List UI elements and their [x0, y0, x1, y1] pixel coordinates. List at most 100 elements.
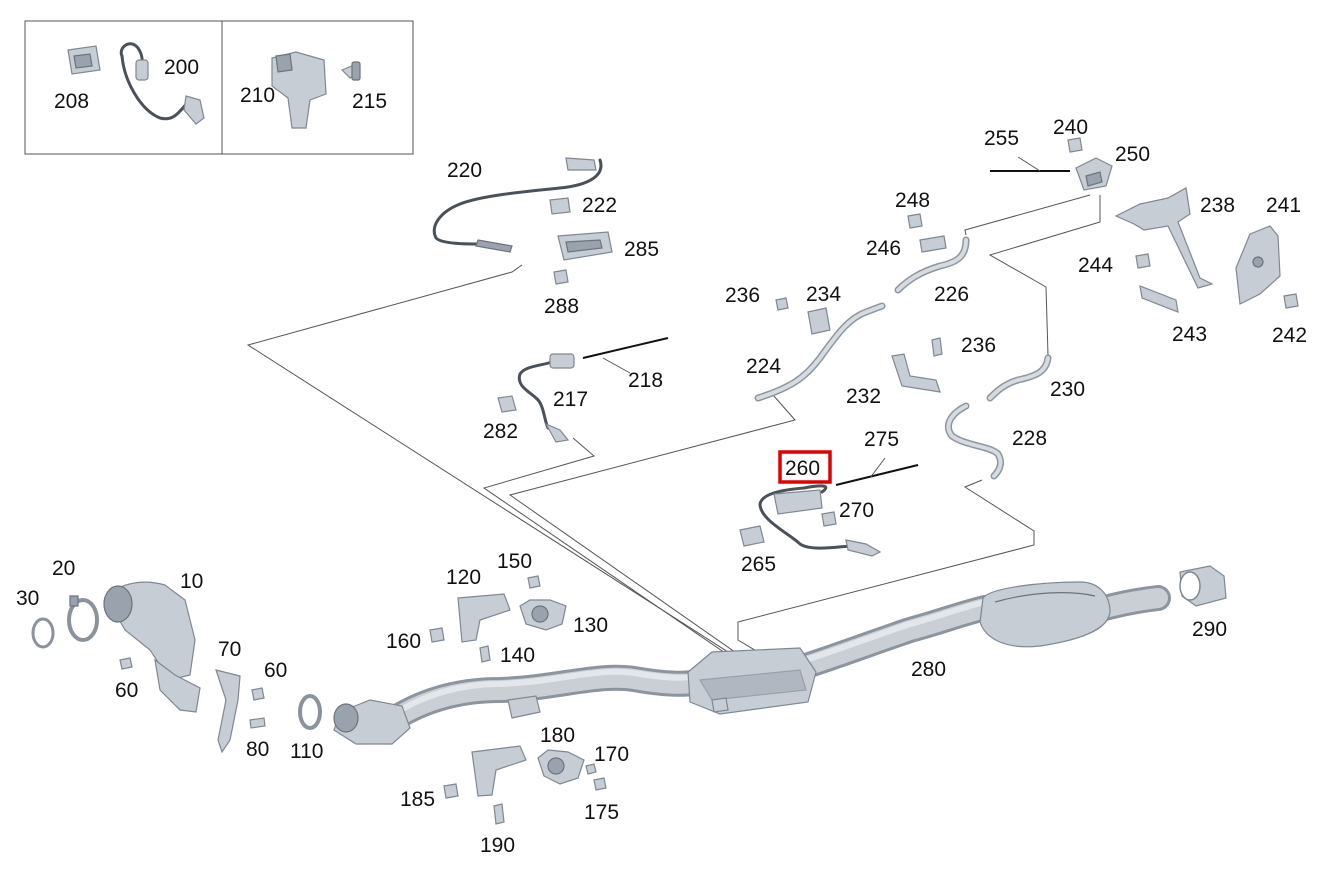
label-60-a[interactable]: 60 — [115, 679, 138, 702]
label-60-b[interactable]: 60 — [264, 659, 287, 682]
label-110[interactable]: 110 — [290, 740, 323, 763]
part-180-rubber-mount[interactable] — [537, 749, 585, 785]
part-285-module[interactable] — [557, 231, 613, 261]
inset-part-200-oxygen-sensor[interactable] — [119, 42, 205, 125]
part-236-bolt-b[interactable] — [931, 337, 943, 357]
label-260[interactable]: 260 — [785, 457, 820, 480]
label-232[interactable]: 232 — [846, 385, 881, 408]
part-265-clip[interactable] — [739, 525, 765, 547]
label-241[interactable]: 241 — [1266, 194, 1301, 217]
label-228[interactable]: 228 — [1012, 427, 1047, 450]
inset-part-210-bracket[interactable] — [271, 51, 327, 129]
label-220[interactable]: 220 — [447, 159, 482, 182]
part-80-bolt[interactable] — [249, 717, 266, 729]
part-217-sensor[interactable] — [517, 353, 575, 443]
part-282-clip[interactable] — [497, 395, 517, 413]
part-226-pipe[interactable] — [894, 236, 970, 294]
label-290[interactable]: 290 — [1192, 618, 1227, 641]
inset-part-208[interactable] — [67, 45, 101, 75]
part-175-bolt[interactable] — [593, 777, 607, 791]
label-30[interactable]: 30 — [16, 587, 39, 610]
part-190-bolt[interactable] — [493, 803, 505, 825]
label-288[interactable]: 288 — [544, 295, 579, 318]
part-150-bolt[interactable] — [527, 575, 541, 589]
part-238-bracket[interactable] — [1114, 187, 1214, 289]
label-236-b[interactable]: 236 — [961, 334, 996, 357]
label-222[interactable]: 222 — [582, 194, 617, 217]
part-288-nut[interactable] — [553, 269, 569, 285]
part-270-nut[interactable] — [821, 511, 837, 527]
label-265[interactable]: 265 — [741, 553, 776, 576]
label-140[interactable]: 140 — [500, 644, 535, 667]
part-260-nox-sensor[interactable] — [758, 484, 882, 557]
part-248-nut[interactable] — [907, 213, 923, 229]
part-70-bracket[interactable] — [215, 669, 241, 754]
label-20[interactable]: 20 — [52, 557, 75, 580]
part-228-pipe[interactable] — [945, 402, 1004, 480]
label-180[interactable]: 180 — [540, 724, 575, 747]
part-110-clamp[interactable] — [298, 694, 322, 730]
part-280-exhaust-pipe[interactable] — [333, 581, 1171, 745]
label-250[interactable]: 250 — [1115, 143, 1150, 166]
label-275[interactable]: 275 — [864, 428, 899, 451]
label-236-a[interactable]: 236 — [725, 284, 760, 307]
part-120-bracket[interactable] — [457, 593, 511, 643]
label-282[interactable]: 282 — [483, 420, 518, 443]
label-210[interactable]: 210 — [240, 84, 275, 107]
label-190[interactable]: 190 — [480, 834, 515, 857]
label-243[interactable]: 243 — [1172, 323, 1207, 346]
label-242[interactable]: 242 — [1272, 324, 1307, 347]
label-280[interactable]: 280 — [911, 658, 946, 681]
part-234-clip[interactable] — [807, 307, 831, 335]
part-250-pressure-sensor[interactable] — [1075, 157, 1113, 191]
label-10[interactable]: 10 — [180, 570, 203, 593]
label-240[interactable]: 240 — [1053, 116, 1088, 139]
label-160[interactable]: 160 — [386, 630, 421, 653]
part-246-clip[interactable] — [919, 235, 947, 253]
part-236-bolt-a[interactable] — [775, 297, 789, 311]
part-290-clamp[interactable] — [1179, 565, 1227, 607]
part-220-temperature-sensor[interactable] — [432, 157, 603, 253]
label-70[interactable]: 70 — [218, 638, 241, 661]
part-160-nut[interactable] — [429, 627, 445, 643]
part-241-bracket[interactable] — [1235, 225, 1281, 305]
label-130[interactable]: 130 — [573, 614, 608, 637]
part-240-nut[interactable] — [1067, 137, 1083, 153]
label-255[interactable]: 255 — [984, 127, 1019, 150]
label-215[interactable]: 215 — [352, 90, 387, 113]
label-238[interactable]: 238 — [1200, 194, 1235, 217]
part-60-nut-a[interactable] — [119, 657, 133, 670]
part-242-bolt[interactable] — [1283, 293, 1299, 309]
part-10-catalytic-converter[interactable] — [103, 581, 201, 713]
label-185[interactable]: 185 — [400, 788, 435, 811]
highlight-box-260[interactable] — [778, 450, 832, 484]
label-224[interactable]: 224 — [746, 355, 781, 378]
label-248[interactable]: 248 — [895, 189, 930, 212]
part-170-nut[interactable] — [585, 763, 597, 775]
label-270[interactable]: 270 — [839, 499, 874, 522]
inset-part-215-bolt[interactable] — [340, 61, 362, 81]
label-175[interactable]: 175 — [584, 801, 619, 824]
part-244-nut[interactable] — [1135, 253, 1151, 269]
label-230[interactable]: 230 — [1050, 378, 1085, 401]
part-224-pipe[interactable] — [754, 302, 886, 402]
label-217[interactable]: 217 — [553, 388, 588, 411]
label-200[interactable]: 200 — [164, 56, 199, 79]
label-150[interactable]: 150 — [497, 550, 532, 573]
label-244[interactable]: 244 — [1078, 254, 1113, 277]
part-243-bracket[interactable] — [1139, 285, 1179, 313]
part-232-bracket[interactable] — [891, 353, 941, 393]
label-170[interactable]: 170 — [594, 743, 629, 766]
label-80[interactable]: 80 — [246, 738, 269, 761]
part-140-bolt[interactable] — [479, 645, 491, 663]
part-222-clip[interactable] — [549, 197, 571, 215]
part-185-bracket[interactable] — [443, 745, 527, 799]
label-246[interactable]: 246 — [866, 237, 901, 260]
part-30-gasket[interactable] — [31, 617, 55, 649]
label-226[interactable]: 226 — [934, 283, 969, 306]
part-230-pipe[interactable] — [986, 354, 1052, 402]
label-208[interactable]: 208 — [54, 90, 89, 113]
part-60-nut-b[interactable] — [251, 687, 265, 701]
label-285[interactable]: 285 — [624, 238, 659, 261]
part-130-rubber-mount[interactable] — [519, 599, 567, 631]
